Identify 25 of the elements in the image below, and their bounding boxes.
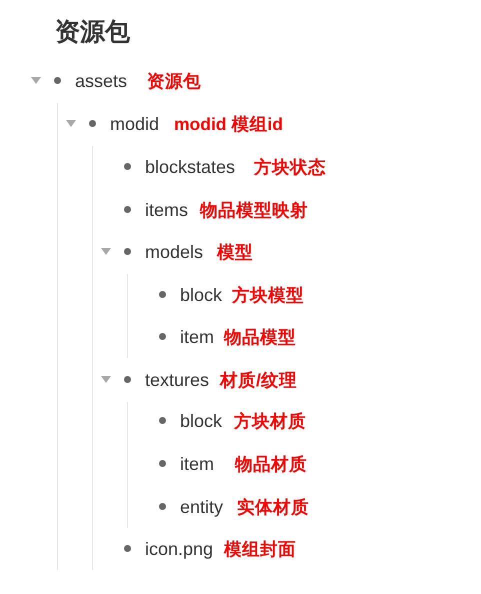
item-name: items: [145, 199, 188, 221]
annotation-text: 实体材质: [237, 496, 309, 518]
annotation-text: 方块材质: [234, 410, 306, 432]
annotation-text: 物品材质: [235, 453, 307, 475]
annotation-text: 物品模型映射: [200, 199, 308, 221]
item-name: icon.png: [145, 538, 214, 560]
item-name: item: [180, 453, 214, 475]
item-name: modid: [110, 113, 160, 135]
annotation-text: 模型: [217, 241, 253, 263]
annotation-text: modid 模组id: [174, 113, 283, 135]
item-name: block: [180, 410, 222, 432]
item-name: item: [180, 326, 214, 348]
item-name: assets: [75, 70, 128, 92]
annotation-text: 资源包: [147, 70, 201, 92]
annotation-text: 物品模型: [224, 326, 296, 348]
page-title: 资源包: [55, 17, 130, 48]
item-name: blockstates: [145, 156, 236, 178]
annotation-text: 材质/纹理: [220, 369, 297, 391]
annotation-text: 方块状态: [254, 156, 326, 178]
annotation-text: 模组封面: [224, 538, 296, 560]
annotation-text: 方块模型: [232, 284, 304, 306]
item-name: block: [180, 284, 222, 306]
item-name: textures: [145, 369, 210, 391]
item-name: models: [145, 241, 204, 263]
item-name: entity: [180, 496, 224, 518]
